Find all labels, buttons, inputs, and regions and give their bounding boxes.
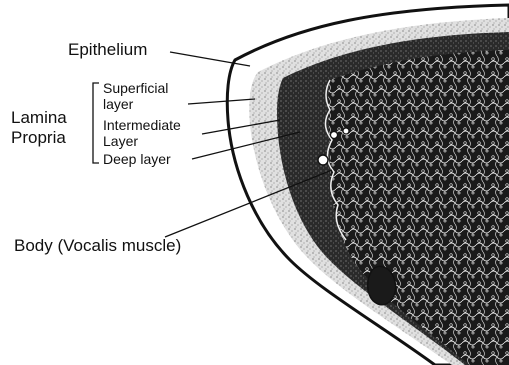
- vocalis-muscle: [328, 50, 509, 365]
- label-intermediate-line2: Layer: [103, 134, 181, 150]
- gland-3: [343, 128, 349, 134]
- label-lamina-line2: Propria: [11, 128, 67, 148]
- label-intermediate-line1: Intermediate: [103, 118, 181, 134]
- label-lamina-line1: Lamina: [11, 108, 67, 128]
- label-superficial-layer: Superficial layer: [103, 81, 168, 112]
- label-superficial-line1: Superficial: [103, 81, 168, 97]
- lamina-propria-bracket: [93, 83, 99, 163]
- label-lamina-propria: Lamina Propria: [11, 108, 67, 147]
- label-body-vocalis: Body (Vocalis muscle): [14, 236, 181, 255]
- gland-1: [318, 155, 328, 165]
- nodule: [368, 266, 396, 304]
- gland-2: [331, 132, 338, 139]
- label-deep-layer: Deep layer: [103, 152, 171, 168]
- label-superficial-line2: layer: [103, 97, 168, 113]
- label-intermediate-layer: Intermediate Layer: [103, 118, 181, 149]
- label-epithelium: Epithelium: [68, 40, 147, 59]
